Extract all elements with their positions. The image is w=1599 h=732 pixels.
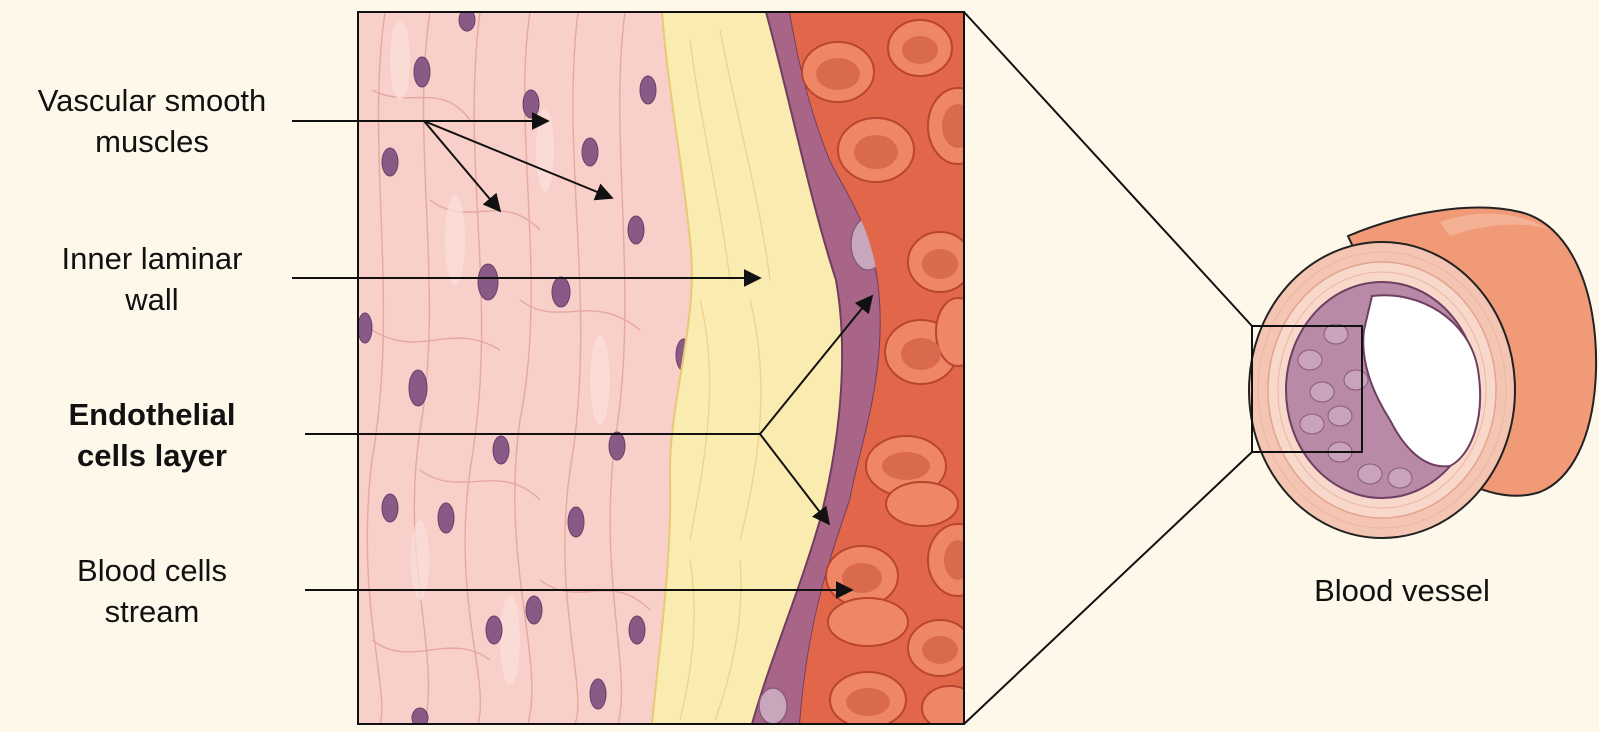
label-blood-vessel: Blood vessel <box>1282 570 1522 611</box>
label-blood-cells-stream: Blood cells stream <box>22 550 282 632</box>
label-vascular-smooth-muscles: Vascular smooth muscles <box>22 80 282 162</box>
label-endothelial-cells-layer: Endothelial cells layer <box>22 394 282 476</box>
zoom-panel <box>358 9 988 730</box>
blood-vessel-illustration <box>1249 208 1596 538</box>
label-inner-laminar-wall: Inner laminar wall <box>22 238 282 320</box>
zoom-projection-lines <box>964 12 1252 724</box>
